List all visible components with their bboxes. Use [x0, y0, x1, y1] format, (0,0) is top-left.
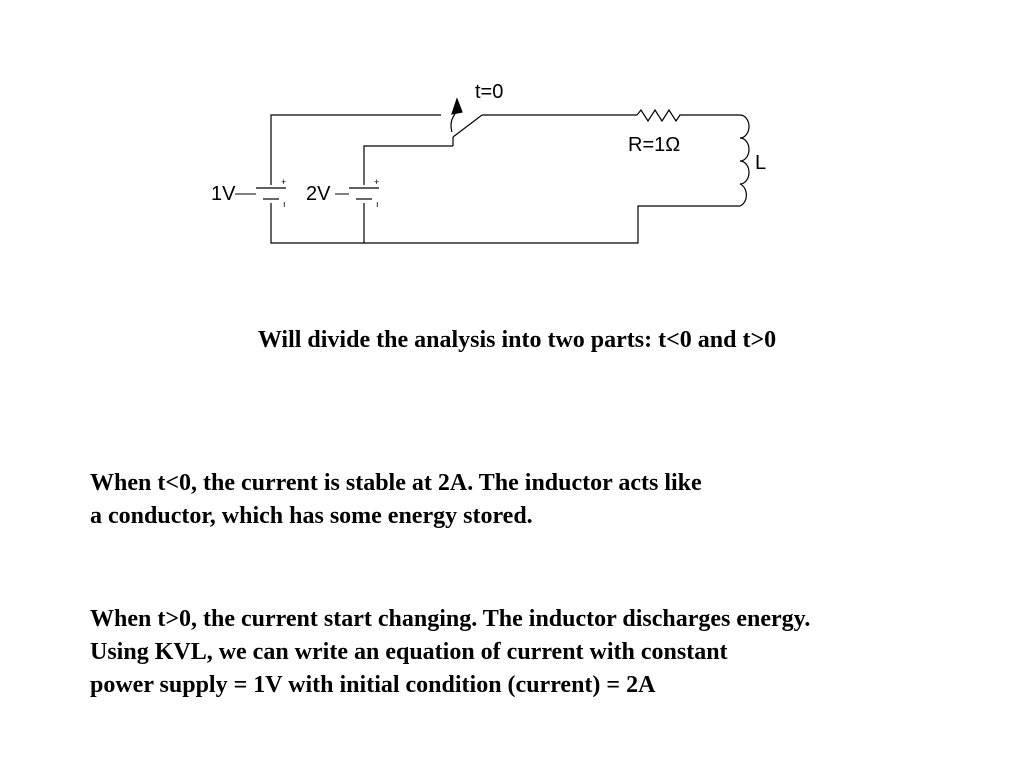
middle-branch-wire: [363, 145, 453, 243]
paragraph-line: a conductor, which has some energy store…: [90, 503, 533, 529]
switch: [450, 97, 483, 146]
battery-2v: [335, 187, 379, 200]
outer-loop-wire: [270, 114, 740, 244]
battery-1v-minus: ı: [283, 199, 286, 209]
source-1v-label: 1V: [211, 183, 236, 205]
battery-1v-plus: +: [281, 177, 286, 187]
inductor: [739, 114, 750, 207]
battery-1v: [235, 187, 286, 200]
analysis-heading: Will divide the analysis into two parts:…: [257, 327, 777, 353]
switch-label: t=0: [475, 81, 503, 103]
source-2v-label: 2V: [306, 183, 331, 205]
paragraph-line: power supply = 1V with initial condition…: [90, 672, 656, 698]
circuit-diagram: t=0 R=1Ω L 1V 2V + ı + ı: [211, 81, 766, 244]
paragraph-line: When t<0, the current is stable at 2A. T…: [90, 470, 702, 496]
paragraph-after-switch: When t>0, the current start changing. Th…: [90, 603, 810, 702]
paragraph-line: When t>0, the current start changing. Th…: [90, 606, 811, 632]
inductor-label: L: [755, 152, 766, 174]
battery-2v-minus: ı: [376, 199, 379, 209]
paragraph-before-switch: When t<0, the current is stable at 2A. T…: [90, 467, 702, 533]
paragraph-line: Using KVL, we can write an equation of c…: [90, 639, 728, 665]
resistor: [636, 108, 740, 123]
battery-2v-plus: +: [374, 177, 379, 187]
resistor-label: R=1Ω: [628, 134, 680, 156]
switch-arrow-icon: [451, 97, 463, 115]
